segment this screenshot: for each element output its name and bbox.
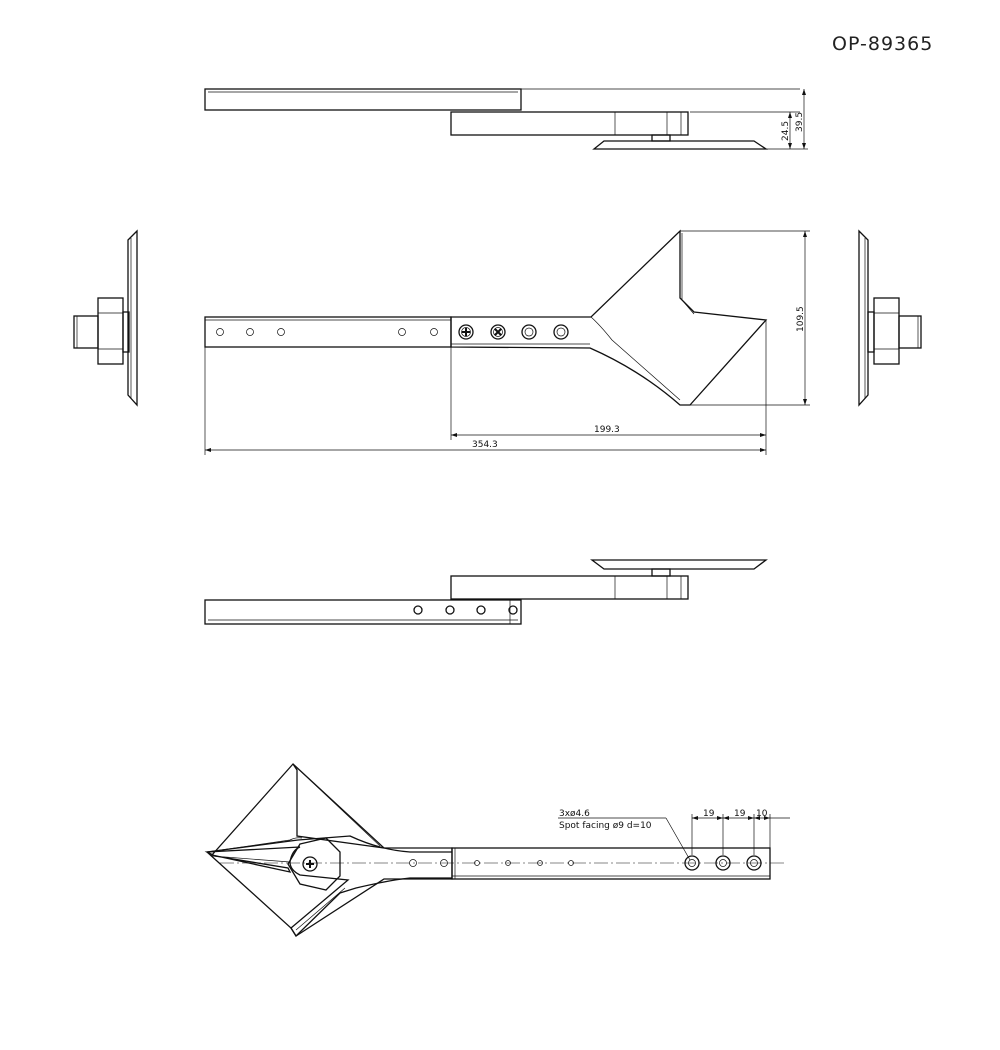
underside-view: 3xø4.6 Spot facing ø9 d=10 19 19 10	[204, 763, 790, 938]
bottom-side-view	[204, 559, 768, 625]
dim-length-overall: 354.3	[472, 440, 498, 450]
left-end-view	[73, 229, 138, 407]
dim-pitch-2: 19	[734, 809, 746, 819]
plan-view: 109.5 199.3 354.3	[204, 229, 810, 455]
dim-length-head: 199.3	[594, 425, 620, 435]
note-spot-facing: Spot facing ø9 d=10	[559, 821, 652, 831]
right-end-view	[858, 229, 922, 407]
drawing-number: OP-89365	[832, 33, 933, 55]
dim-height-body: 24.5	[781, 121, 791, 141]
dim-pitch-1: 19	[703, 809, 715, 819]
dim-height-overall: 39.5	[795, 112, 805, 132]
top-side-view: 24.5 39.5	[204, 88, 808, 150]
note-hole-spec: 3xø4.6	[559, 809, 590, 819]
dim-edge-offset: 10	[756, 809, 768, 819]
dim-width-head: 109.5	[796, 306, 806, 332]
